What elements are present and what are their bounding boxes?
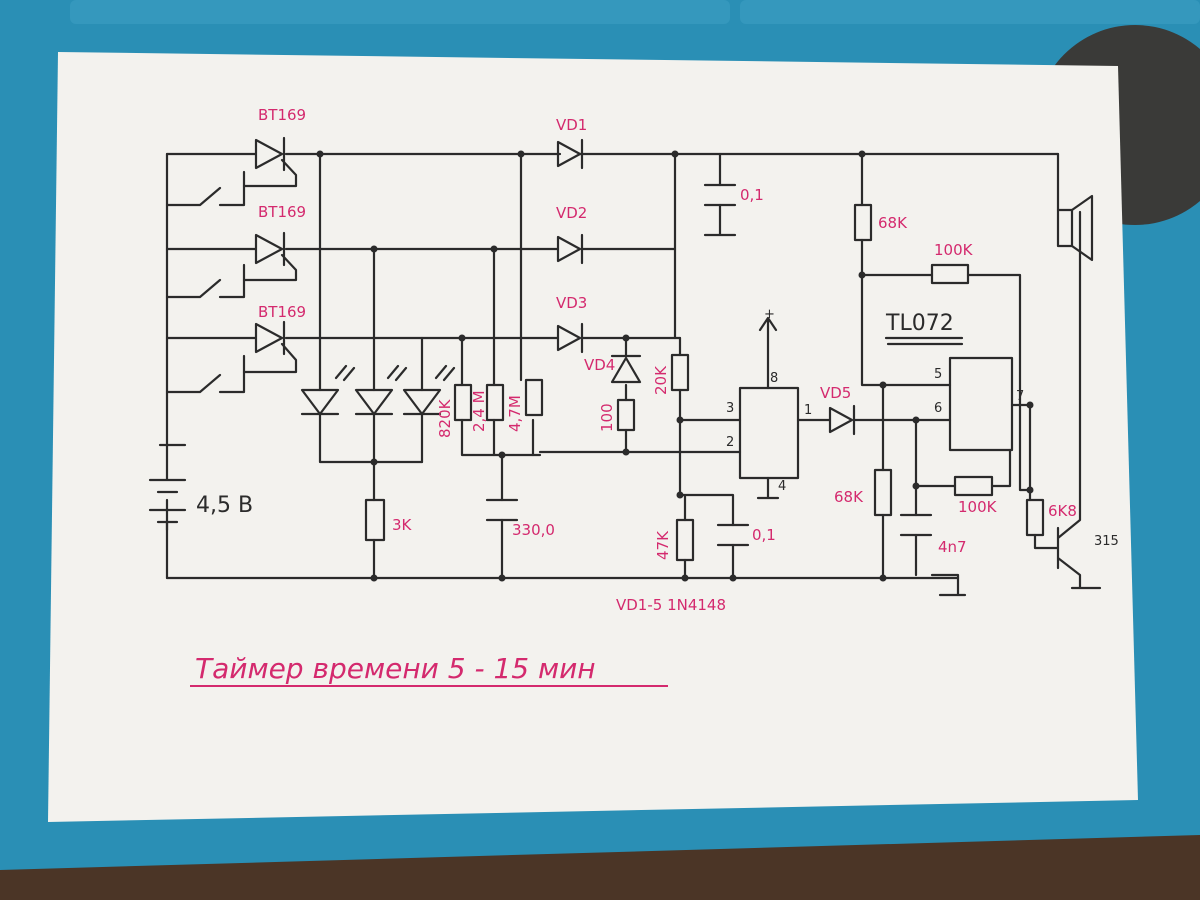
label-vd3: VD3	[556, 294, 587, 312]
label-bt169-1: BT169	[258, 106, 306, 124]
resistors	[364, 203, 1045, 562]
label-3k: 3K	[392, 516, 413, 534]
label-100: 100	[598, 403, 616, 432]
capacitor-4n7	[899, 513, 933, 537]
resistor-100	[616, 398, 636, 432]
led-3-symbol	[402, 388, 442, 416]
pin-3: 3	[726, 401, 734, 416]
resistor-68k-bottom	[873, 468, 893, 517]
speaker	[1056, 194, 1094, 262]
label-vd5: VD5	[820, 384, 851, 402]
resistor-820k	[453, 383, 473, 422]
capacitor-0-1-bottom	[716, 523, 750, 547]
diagram-title: Таймер времени 5 - 15 мин	[195, 652, 596, 685]
label-20k: 20K	[652, 365, 670, 395]
label-820k: 820K	[436, 398, 454, 438]
led-2-symbol	[354, 388, 394, 416]
label-bt169-3: BT169	[258, 303, 306, 321]
capacitor-330	[485, 498, 519, 522]
resistor-47k	[675, 518, 695, 562]
vd5-symbol	[828, 404, 856, 436]
pin-1: 1	[804, 403, 812, 418]
resistor-3k	[364, 498, 386, 542]
resistor-100k-bottom	[953, 475, 994, 497]
vd3-symbol	[556, 322, 584, 354]
leds	[300, 364, 456, 416]
battery	[148, 443, 187, 532]
diodes	[556, 138, 856, 436]
label-330: 330,0	[512, 521, 555, 539]
label-ic: TL072	[885, 311, 954, 336]
paper-sheet	[48, 52, 1138, 822]
thyristors	[242, 136, 298, 374]
pin-4: 4	[778, 479, 786, 494]
label-100k-top: 100K	[934, 241, 974, 259]
table-edge	[0, 835, 1200, 900]
pin-2: 2	[726, 435, 734, 450]
resistor-68k-top	[853, 203, 873, 242]
vd2-symbol	[556, 233, 584, 265]
pin-7: 7	[1016, 389, 1024, 404]
pin-8: 8	[770, 371, 778, 386]
label-bt169-2: BT169	[258, 203, 306, 221]
label-4n7: 4n7	[938, 538, 967, 556]
pin-5: 5	[934, 367, 942, 382]
label-battery: 4,5 B	[196, 493, 253, 518]
vd1-symbol	[556, 138, 584, 170]
mat-groove	[740, 0, 1200, 24]
resistor-20k	[670, 353, 690, 392]
pin-6: 6	[934, 401, 942, 416]
label-68k-top: 68K	[878, 214, 908, 232]
led-1-symbol	[300, 388, 340, 416]
label-68k-bottom: 68K	[834, 488, 864, 506]
label-transistor: 315	[1094, 534, 1119, 549]
resistor-6k8	[1025, 498, 1045, 537]
junction-dots	[316, 150, 1034, 582]
resistor-4-7m	[524, 378, 544, 417]
label-4-7m: 4,7M	[506, 395, 524, 432]
thyristor-2-symbol	[242, 231, 298, 282]
label-vd1: VD1	[556, 116, 587, 134]
label-2-4m: 2,4 M	[470, 390, 488, 432]
label-vd4: VD4	[584, 356, 615, 374]
mat-groove	[70, 0, 730, 24]
label-diodes-note: VD1-5 1N4148	[616, 596, 726, 614]
wiring	[158, 152, 1102, 597]
label-vd2: VD2	[556, 204, 587, 222]
label-c-top: 0,1	[740, 186, 764, 204]
label-6k8: 6K8	[1048, 502, 1077, 520]
capacitors	[485, 183, 933, 547]
thyristor-1-symbol	[242, 136, 298, 188]
vd4-symbol	[610, 354, 642, 384]
capacitor-0-1-top	[703, 183, 737, 207]
label-c-bottom: 0,1	[752, 526, 776, 544]
thyristor-3-symbol	[242, 320, 298, 374]
label-100k-bottom: 100K	[958, 498, 998, 516]
ic-underline	[884, 336, 964, 346]
label-47k: 47K	[654, 530, 672, 560]
supply-plus: +	[764, 307, 775, 322]
resistor-100k-top	[930, 263, 970, 285]
resistor-2-4m	[485, 383, 505, 422]
